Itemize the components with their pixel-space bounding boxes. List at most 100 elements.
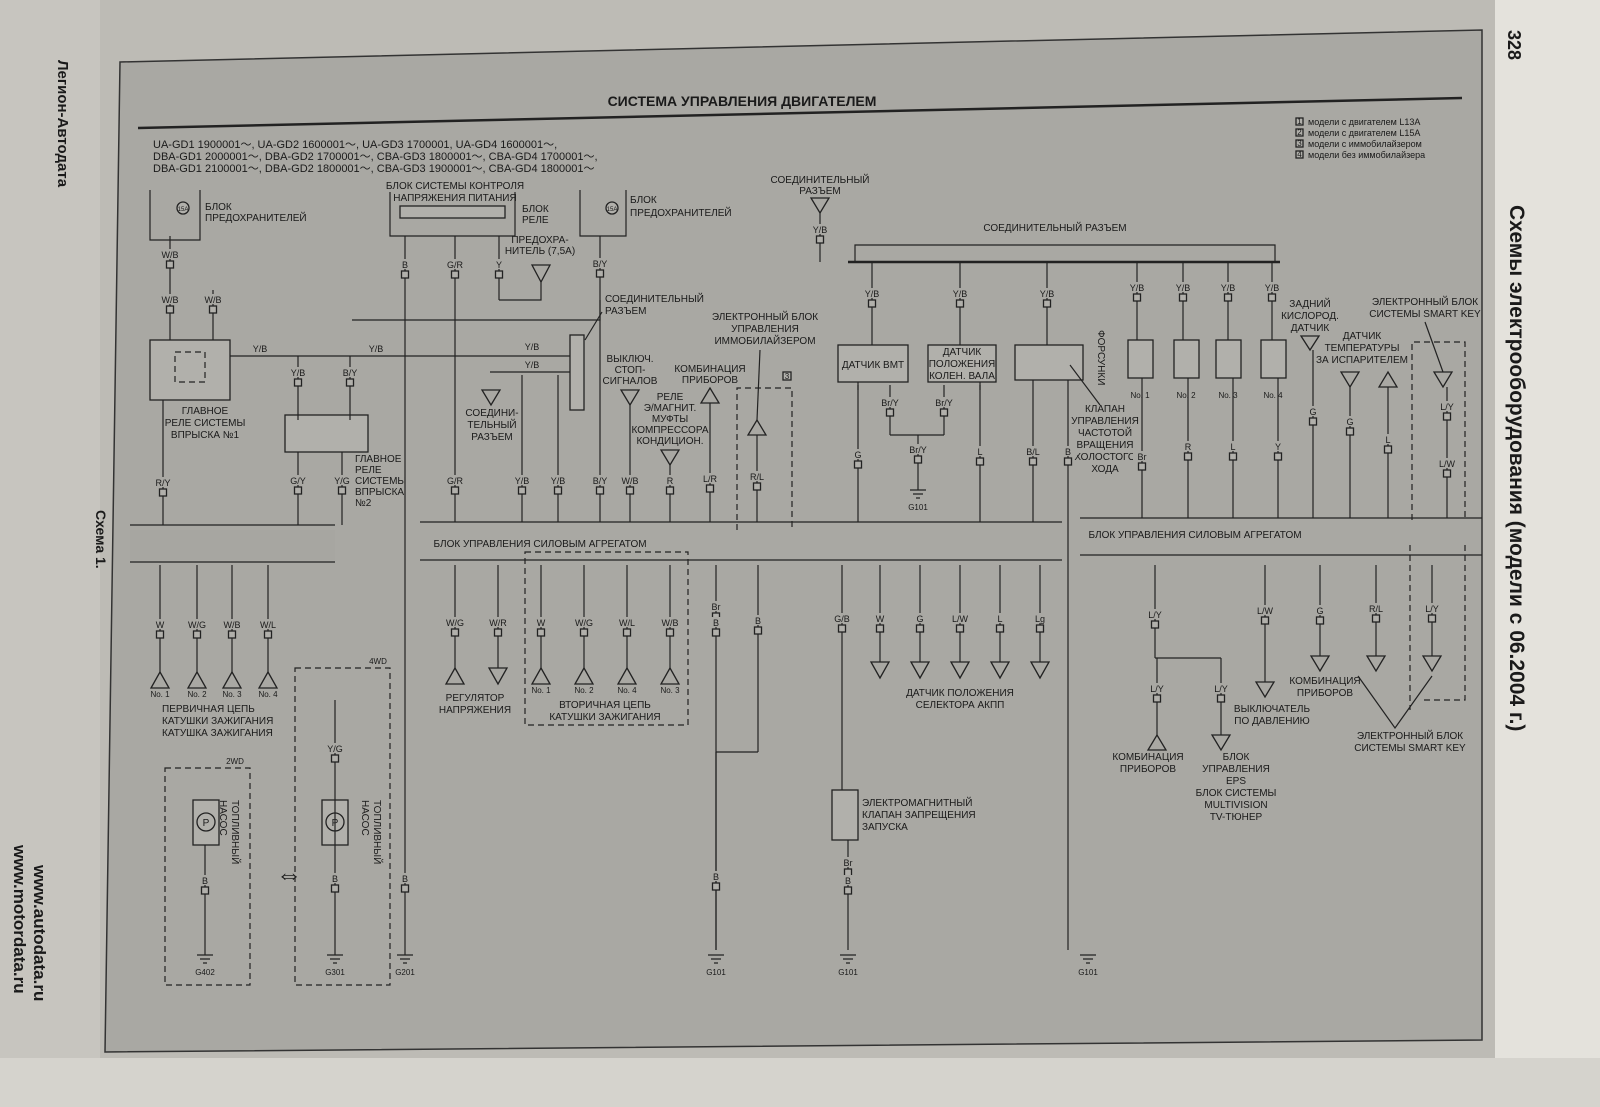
smart-key-unit-bottom: ЭЛЕКТРОННЫЙ БЛОК СИСТЕМЫ SMART KEY [1354,545,1466,754]
wire-label-bg [289,367,307,377]
connector-pin [579,628,589,637]
wire-label-bg [1269,441,1287,451]
label: No. 1 [1130,391,1150,400]
label: No. 3 [222,690,242,699]
wire-label-bg [811,224,829,234]
connector-pin [208,305,218,314]
connector-pin [625,486,635,495]
label: No. 4 [1263,391,1283,400]
connector-pin [1383,445,1393,454]
label: РЕЛЕ [355,465,382,476]
wire-label-bg [446,475,464,485]
wire-color-label: Y/B [865,289,880,299]
label: ВТОРИЧНАЯ ЦЕПЬ [559,700,651,711]
connector-pin [939,408,949,417]
wire-label-bg [591,475,609,485]
label: ЭЛЕКТРОННЫЙ БЛОК [712,310,818,323]
connector-small: СОЕДИНИ- ТЕЛЬНЫЙ РАЗЪЕМ [465,389,519,443]
connector-pin [913,455,923,464]
connector-pin [955,624,965,633]
ecu-label: БЛОК УПРАВЛЕНИЯ СИЛОВЫМ АГРЕГАТОМ [1088,530,1301,541]
wire-color-label: G/Y [290,476,306,486]
label: ВРАЩЕНИЯ [1076,440,1133,451]
wire-label-bg [911,613,929,623]
label: ВПРЫСКА [355,487,404,498]
connector-mid: СОЕДИНИТЕЛЬНЫЙ РАЗЪЕМ [569,292,704,411]
label: ПРИБОРОВ [1120,764,1177,775]
wire-label-bg [849,449,867,459]
wire-color-label: Y/B [1221,283,1236,293]
ground-icon [910,489,926,499]
triangle-up-icon [149,670,171,689]
label: EPS [1226,776,1246,787]
url-motordata[interactable]: www.motordata.ru [10,844,29,994]
voltage-regulator: РЕГУЛЯТОР НАПРЯЖЕНИЯ [439,693,511,716]
wire-label-bg [326,873,344,883]
wire-label-bg [661,475,679,485]
wire-color-label: L/R [703,474,718,484]
fuse-block-right: 15A БЛОК ПРЕДОХРАНИТЕЛЕЙ [579,190,732,237]
left-margin [0,0,100,1107]
wire-color-label: Y/B [1130,283,1145,293]
connector-pin [815,235,825,244]
wire-color-label: Y/B [515,476,530,486]
connector-pin [1315,616,1325,625]
label: СОЕДИНИТЕЛЬНЫЙ [771,173,870,186]
label: УПРАВЛЕНИЯ [1071,416,1139,427]
wire-label-bg [223,619,241,629]
label: ПЕРВИЧНАЯ ЦЕПЬ [162,704,255,715]
wire-label-bg [1024,446,1042,456]
wire-color-label: L [1385,435,1390,445]
legend-item: модели с двигателем L13A [1308,117,1420,127]
injectors: ФОРСУНКИ No. 1 No. 2 No. 3 No. 4 [1095,330,1287,400]
wire-color-label: G [854,450,861,460]
terminal-triangles [149,661,1051,689]
label: КАТУШКА ЗАЖИГАНИЯ [162,728,273,739]
label: MULTIVISION [1204,800,1267,811]
label: ВПРЫСКА №1 [171,430,240,441]
ground-icon [197,954,213,964]
wire-color-label: W/G [446,618,464,628]
wire-label-bg [154,477,172,487]
url-autodata[interactable]: www.autodata.ru [30,864,49,1001]
label: КОМПРЕССОРА [631,425,708,436]
connector-pin [450,270,460,279]
connector-pin [1442,412,1452,421]
connector-pin [192,630,202,639]
label: ПРИБОРОВ [682,375,739,386]
wire-label-bg [489,617,507,627]
wire-color-label: W/G [188,620,206,630]
connector-pin [1042,299,1052,308]
label: No. 3 [660,686,680,695]
label: КОНДИЦИОН. [636,436,703,447]
connector-pin [293,486,303,495]
wire-color-label: B [713,618,719,628]
label: ДАТЧИК [1291,323,1330,334]
publisher-name: Легион-Автодата [54,60,71,188]
triangle-down-icon [1029,661,1051,680]
page-number: 328 [1504,30,1524,60]
connector-triangle-icon [619,389,641,407]
wire-label-bg [549,475,567,485]
ecu-bar: БЛОК УПРАВЛЕНИЯ СИЛОВЫМ АГРЕГАТОМ БЛОК У… [130,517,1482,563]
models-line-2: DBA-GD1 2000001～, DBA-GD2 1700001～, CBA-… [153,151,598,163]
label: КАТУШКИ ЗАЖИГАНИЯ [162,716,273,727]
connector-pin [165,305,175,314]
wire-label-bg [1256,605,1274,615]
wire-color-label: Br [712,602,721,612]
label: ГЛАВНОЕ [182,406,229,417]
label: СЕЛЕКТОРА АКПП [916,700,1005,711]
connector-pin [753,626,763,635]
label: КАТУШКИ ЗАЖИГАНИЯ [549,712,660,723]
wire-label-bg [707,601,725,611]
label: СОЕДИНИТЕЛЬНЫЙ РАЗЪЕМ [983,221,1126,234]
connector-pin [915,624,925,633]
connector-pin [1345,427,1355,436]
triangle-up-icon [616,666,638,685]
connector-pin [330,884,340,893]
label: РАЗЪЕМ [605,306,647,317]
wire-color-label: R/L [750,472,764,482]
wire-label-bg [951,613,969,623]
models-line-3: DBA-GD1 2100001～, DBA-GD2 1800001～, CBA-… [153,163,594,175]
connector-pin [875,624,885,633]
